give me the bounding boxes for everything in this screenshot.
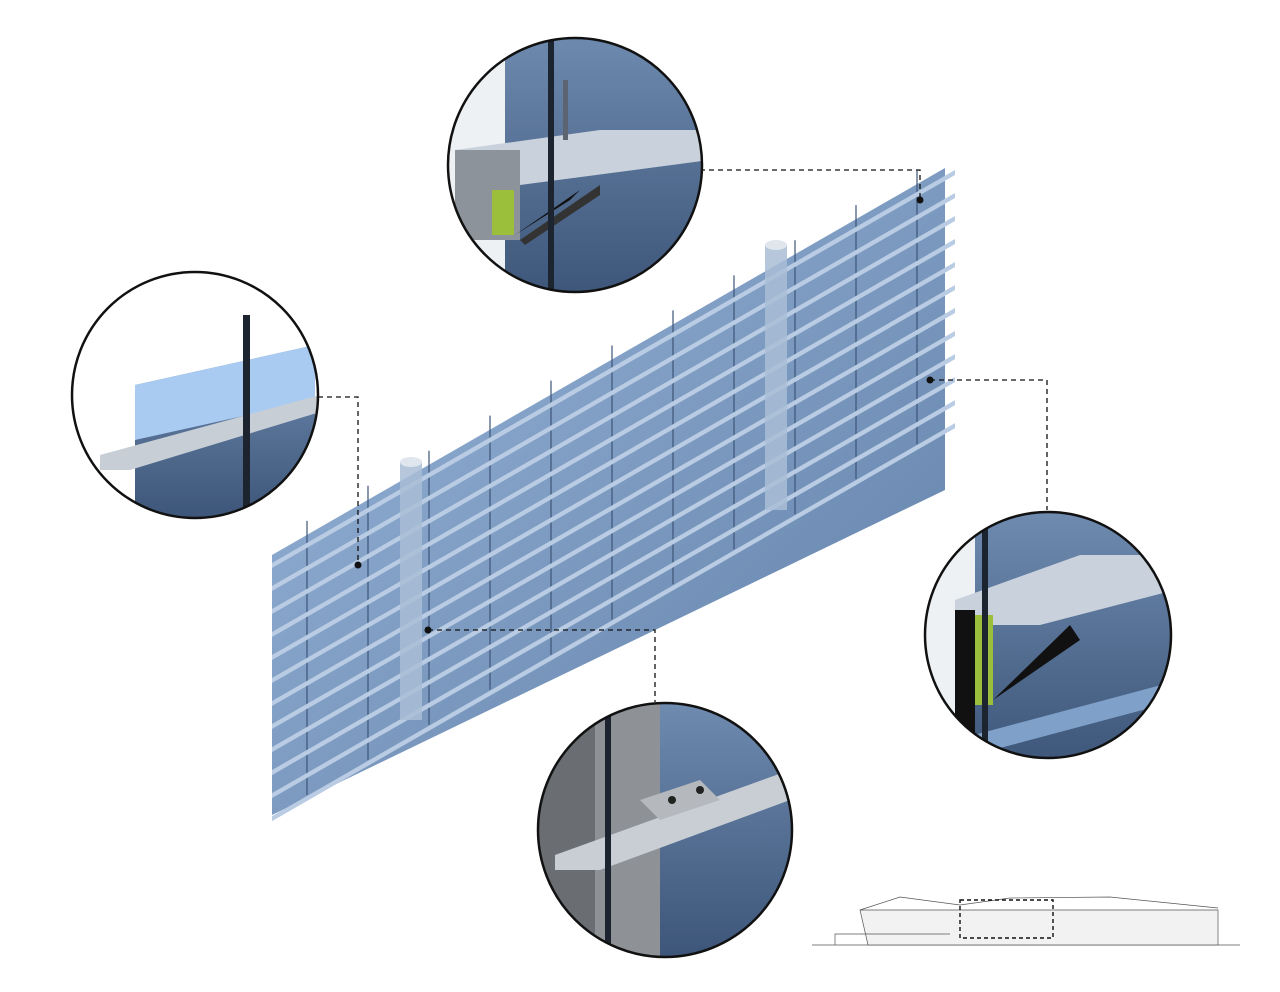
leader-top xyxy=(700,169,921,200)
facade xyxy=(272,168,955,822)
leader-lines xyxy=(318,169,1048,702)
leader-bottom xyxy=(428,629,656,702)
leader-left xyxy=(318,396,359,565)
fin xyxy=(272,423,955,822)
parapet-glass-detail xyxy=(70,270,320,520)
column-right xyxy=(765,240,787,510)
leader-dots xyxy=(354,196,934,634)
mid-fin-section-detail xyxy=(923,510,1173,760)
column-bracket-detail xyxy=(536,701,794,959)
column-left xyxy=(400,457,422,720)
leader-right xyxy=(930,379,1048,510)
top-fin-section-detail xyxy=(446,36,704,294)
key-elevation xyxy=(812,896,1240,946)
